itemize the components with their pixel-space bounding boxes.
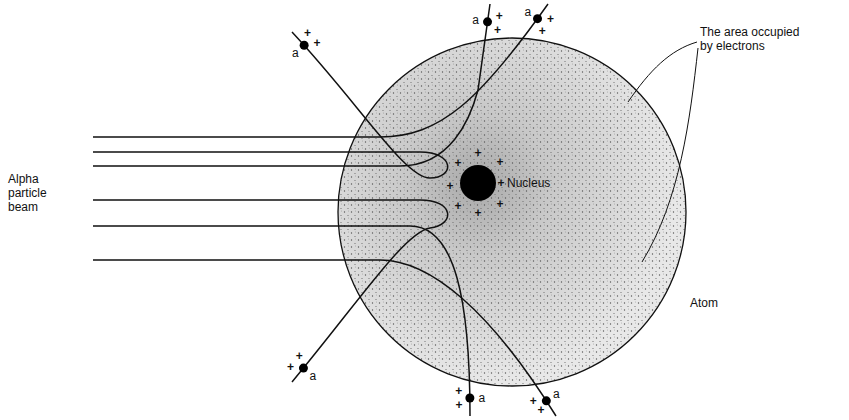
charge-sign: + (454, 199, 461, 213)
particle-label: a (309, 369, 316, 383)
charge-sign: + (537, 403, 544, 417)
particle-label: a (553, 387, 560, 401)
alpha-track (93, 260, 556, 416)
charge-sign: + (446, 179, 453, 193)
charge-sign: + (496, 9, 503, 23)
charge-sign: + (455, 398, 462, 412)
charge-sign: + (474, 206, 481, 220)
nucleus-label: Nucleus (507, 176, 550, 190)
alpha-track (93, 32, 448, 178)
leader-line (642, 48, 698, 262)
alpha-track (93, 4, 490, 166)
atom-outline (338, 38, 686, 386)
charge-sign: + (454, 156, 461, 170)
particle-label: a (292, 46, 299, 60)
alpha-track (93, 226, 470, 416)
alpha-track (93, 4, 548, 137)
charge-sign: + (296, 349, 303, 363)
charge-sign: + (496, 197, 503, 211)
alpha-track (93, 200, 448, 382)
nucleus-dot (460, 165, 496, 201)
charge-sign: + (287, 360, 294, 374)
charge-sign: + (313, 36, 320, 50)
particle-label: a (524, 5, 531, 19)
particle-label: a (479, 391, 486, 405)
charge-sign: + (530, 394, 537, 408)
alpha-particle (299, 364, 308, 373)
particle-label: a (472, 13, 479, 27)
charge-sign: + (304, 26, 311, 40)
atom-label: Atom (690, 296, 718, 310)
beam-label: Alpha particle beam (8, 172, 64, 214)
alpha-particle (300, 41, 309, 50)
charge-sign: + (494, 23, 501, 37)
leader-line (628, 42, 697, 102)
charge-sign: + (539, 24, 546, 38)
alpha-particle (465, 394, 474, 403)
charge-sign: + (474, 146, 481, 160)
alpha-particle (533, 14, 542, 23)
alpha-particle (483, 17, 492, 26)
charge-sign: + (497, 176, 504, 190)
charge-sign: + (496, 155, 503, 169)
electron-cloud (338, 38, 686, 386)
charge-sign: + (455, 384, 462, 398)
charge-sign: + (547, 12, 554, 26)
region-label: The area occupied by electrons (700, 25, 810, 53)
